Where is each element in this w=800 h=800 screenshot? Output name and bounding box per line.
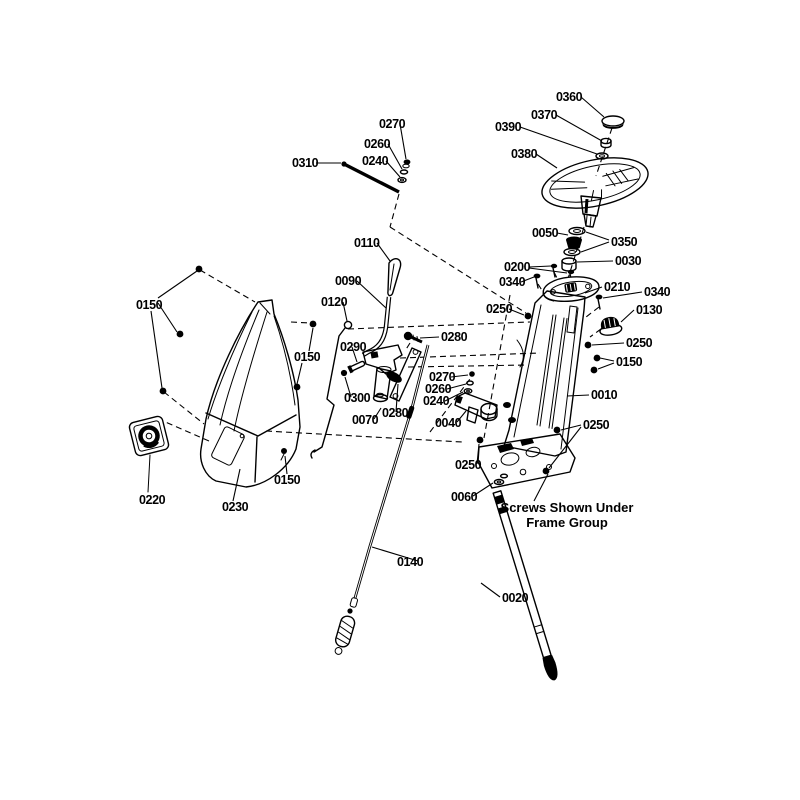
shift-rod [310, 320, 353, 459]
screw-0340-left [533, 273, 541, 289]
bolt-0280-upper [403, 331, 423, 344]
part-label-0350: 0350 [611, 235, 638, 249]
leader-lines [150, 96, 643, 598]
part-label-0310: 0310 [292, 156, 319, 170]
link-arm [386, 347, 422, 402]
frame-note-line1: Screws Shown Under [501, 500, 634, 515]
frame-note-line2: Frame Group [526, 515, 608, 530]
part-label-0120: 0120 [321, 295, 348, 309]
keypad-plate [128, 415, 170, 457]
arm-0040 [454, 392, 498, 424]
part-label-0360: 0360 [556, 90, 583, 104]
steering-cap [601, 115, 625, 129]
part-label-0040: 0040 [435, 416, 462, 430]
part-label-0210: 0210 [604, 280, 631, 294]
part-label-0030: 0030 [615, 254, 642, 268]
cable-0140 [347, 344, 430, 614]
part-label-0150-top-left: 0150 [136, 298, 163, 312]
lower-shaft [492, 490, 558, 681]
lever-bracket [362, 344, 403, 403]
spring [334, 615, 356, 655]
part-label-0250-base: 0250 [455, 458, 482, 472]
part-label-0050: 0050 [532, 226, 559, 240]
screw-dots [159, 265, 601, 475]
part-label-0130: 0130 [636, 303, 663, 317]
console-panel [199, 299, 301, 488]
part-label-0230: 0230 [222, 500, 249, 514]
control-lever [361, 258, 402, 357]
part-label-0140: 0140 [397, 555, 424, 569]
mount-plate [542, 276, 600, 303]
steering-washer [595, 152, 609, 160]
fasteners-mid [463, 371, 475, 394]
part-label-0290: 0290 [340, 340, 367, 354]
steering-column [477, 290, 586, 489]
part-label-0250-right: 0250 [626, 336, 653, 350]
part-label-0020: 0020 [502, 591, 529, 605]
part-label-0370: 0370 [531, 108, 558, 122]
part-label-0300: 0300 [344, 391, 371, 405]
fastener-0280-lower [386, 371, 402, 383]
steering-wheel [541, 157, 649, 228]
part-label-0110: 0110 [354, 236, 380, 250]
steering-nut [600, 137, 612, 149]
fasteners-top [397, 159, 411, 184]
screw-dot-0300 [340, 369, 348, 377]
washer-0060 [493, 473, 509, 486]
screw-0340-right [595, 294, 603, 310]
part-label-0250-mid: 0250 [583, 418, 610, 432]
part-label-0010: 0010 [591, 388, 618, 402]
part-label-0270-mid: 0270 [429, 370, 456, 384]
part-label-0150-panel-bottom: 0150 [274, 473, 301, 487]
part-label-0280-bottom: 0280 [382, 406, 409, 420]
part-label-0090: 0090 [335, 274, 362, 288]
part-label-0260-top: 0260 [364, 137, 391, 151]
part-labels: 0360 0370 0390 0380 0270 0260 0240 0310 … [136, 90, 671, 605]
part-label-0200: 0200 [504, 260, 531, 274]
part-label-0390: 0390 [495, 120, 522, 134]
part-label-0240-top: 0240 [362, 154, 389, 168]
part-label-0070: 0070 [352, 413, 379, 427]
part-label-0220: 0220 [139, 493, 166, 507]
part-label-0250-top-left: 0250 [486, 302, 513, 316]
part-label-0060: 0060 [451, 490, 478, 504]
part-label-0260-mid: 0260 [425, 382, 452, 396]
rod-0310 [341, 161, 400, 194]
part-label-0340-right: 0340 [644, 285, 671, 299]
frame-note: Screws Shown Under Frame Group [501, 500, 634, 530]
part-label-0270-top: 0270 [379, 117, 406, 131]
knob-0130 [599, 316, 623, 336]
part-label-0280-right: 0280 [441, 330, 468, 344]
part-label-0150-column: 0150 [616, 355, 643, 369]
part-label-0380: 0380 [511, 147, 538, 161]
part-label-0240-mid: 0240 [423, 394, 450, 408]
pin-0290 [347, 360, 366, 374]
part-label-0150-panel-mid: 0150 [294, 350, 321, 364]
part-label-0340-left: 0340 [499, 275, 526, 289]
